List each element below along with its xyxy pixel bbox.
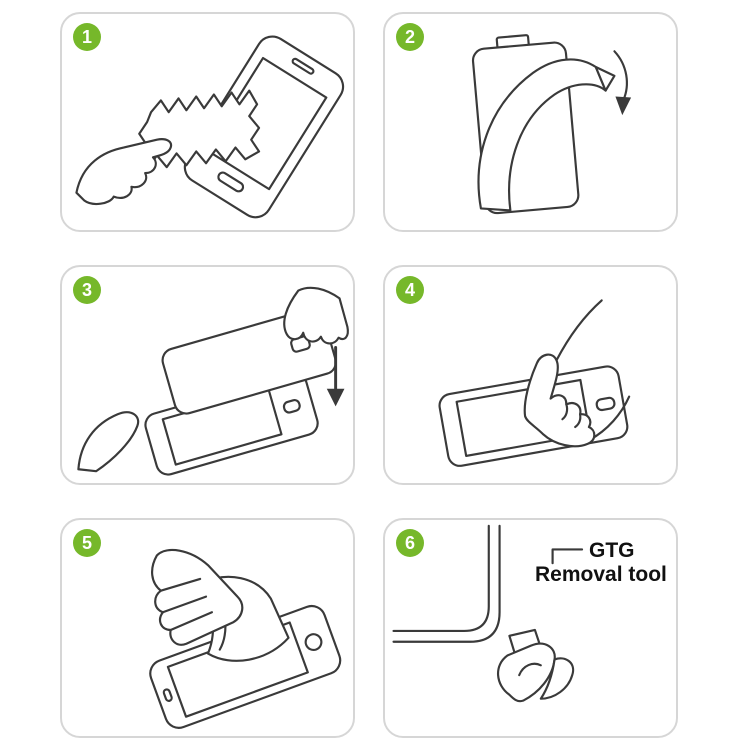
step-2-illustration — [471, 34, 632, 215]
right-hand-icon — [283, 286, 349, 345]
arrow-head-icon — [615, 96, 632, 116]
step-5-illustration — [149, 548, 342, 729]
phone-corner-outline — [392, 524, 501, 643]
step-panel-2: 2 — [383, 12, 678, 232]
thumbnail-line — [518, 662, 542, 677]
knuckle-line-2 — [574, 413, 582, 429]
step-number-badge: 6 — [396, 529, 424, 557]
step-3-illustration — [77, 286, 349, 476]
pressing-hand-icon — [523, 353, 596, 448]
step-panel-4: 4 — [383, 265, 678, 485]
tool-label-line2: Removal tool — [535, 563, 667, 586]
finger-line-2 — [161, 595, 208, 614]
hand-icon — [75, 138, 173, 206]
step-number-badge: 1 — [73, 23, 101, 51]
step-number-badge: 5 — [73, 529, 101, 557]
curved-arrow-icon — [613, 50, 628, 102]
finger-line-1 — [159, 577, 202, 592]
tool-label-line1: GTG — [589, 539, 635, 562]
finger-icon — [539, 657, 575, 700]
step-panel-1: 1 — [60, 12, 355, 232]
step-panel-3: 3 — [60, 265, 355, 485]
phone-corner-inner-line — [392, 524, 490, 633]
film-curl-icon — [594, 65, 616, 92]
step-6-illustration — [392, 524, 584, 703]
step-panel-5: 5 — [60, 518, 355, 738]
step-number-badge: 4 — [396, 276, 424, 304]
label-connector-line — [551, 548, 584, 565]
step-number-badge: 3 — [73, 276, 101, 304]
step-panel-6: 6 GTG Removal tool — [383, 518, 678, 738]
step-4-illustration — [438, 299, 631, 467]
finger-line-3 — [169, 611, 213, 632]
wrist-line — [555, 299, 603, 362]
knuckle-line-1 — [561, 403, 569, 421]
left-thumb-icon — [77, 411, 140, 473]
step-1-illustration — [75, 35, 345, 219]
arrow-head-icon — [326, 388, 345, 407]
step-number-badge: 2 — [396, 23, 424, 51]
